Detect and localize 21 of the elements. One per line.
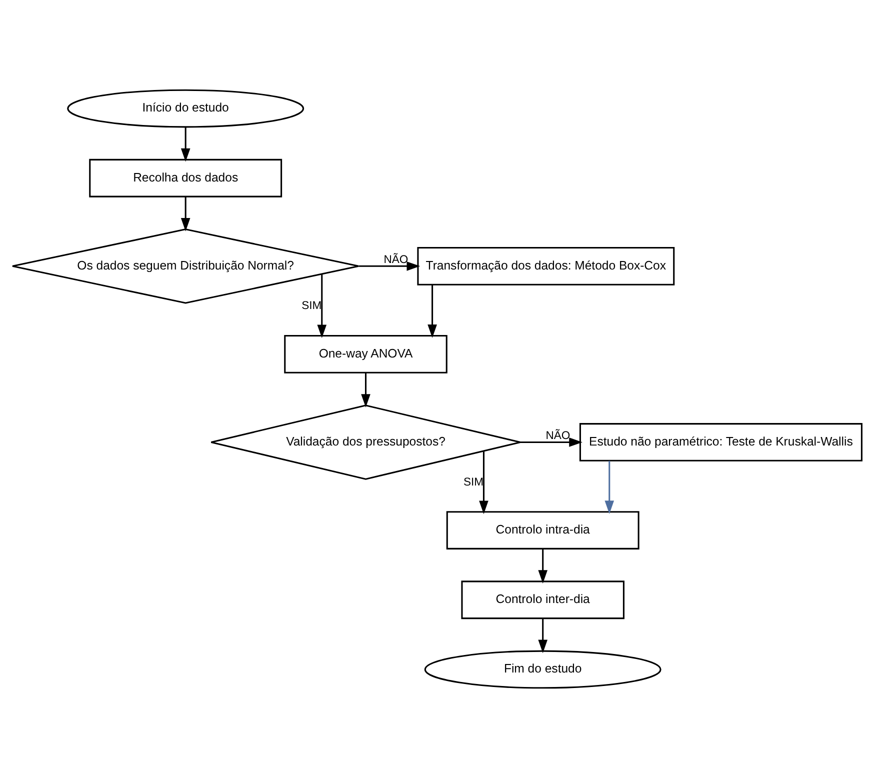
arrow	[538, 548, 548, 584]
node-box: Recolha dos dados	[89, 158, 282, 198]
arrow	[604, 460, 614, 514]
arrow	[358, 262, 420, 271]
node-box: Controlo intra-dia	[446, 511, 640, 550]
arrow	[479, 451, 488, 514]
arrow	[520, 438, 582, 447]
edge-label: NÃO	[384, 254, 408, 266]
node-ellipse: Fim do estudo	[424, 650, 662, 689]
edge-label: NÃO	[546, 430, 570, 442]
node-ellipse: Início do estudo	[67, 89, 304, 128]
arrow	[180, 196, 190, 232]
node-box: Transformação dos dados: Método Box-Cox	[417, 246, 675, 286]
arrow	[180, 127, 190, 162]
arrow	[428, 284, 437, 338]
arrow	[361, 372, 370, 408]
arrow	[538, 618, 548, 654]
arrow	[317, 274, 327, 338]
node-box: Controlo inter-dia	[461, 580, 624, 620]
node-box: One-way ANOVA	[284, 335, 448, 374]
node-box: Estudo não paramétrico: Teste de Kruskal-Wallis	[579, 423, 862, 462]
